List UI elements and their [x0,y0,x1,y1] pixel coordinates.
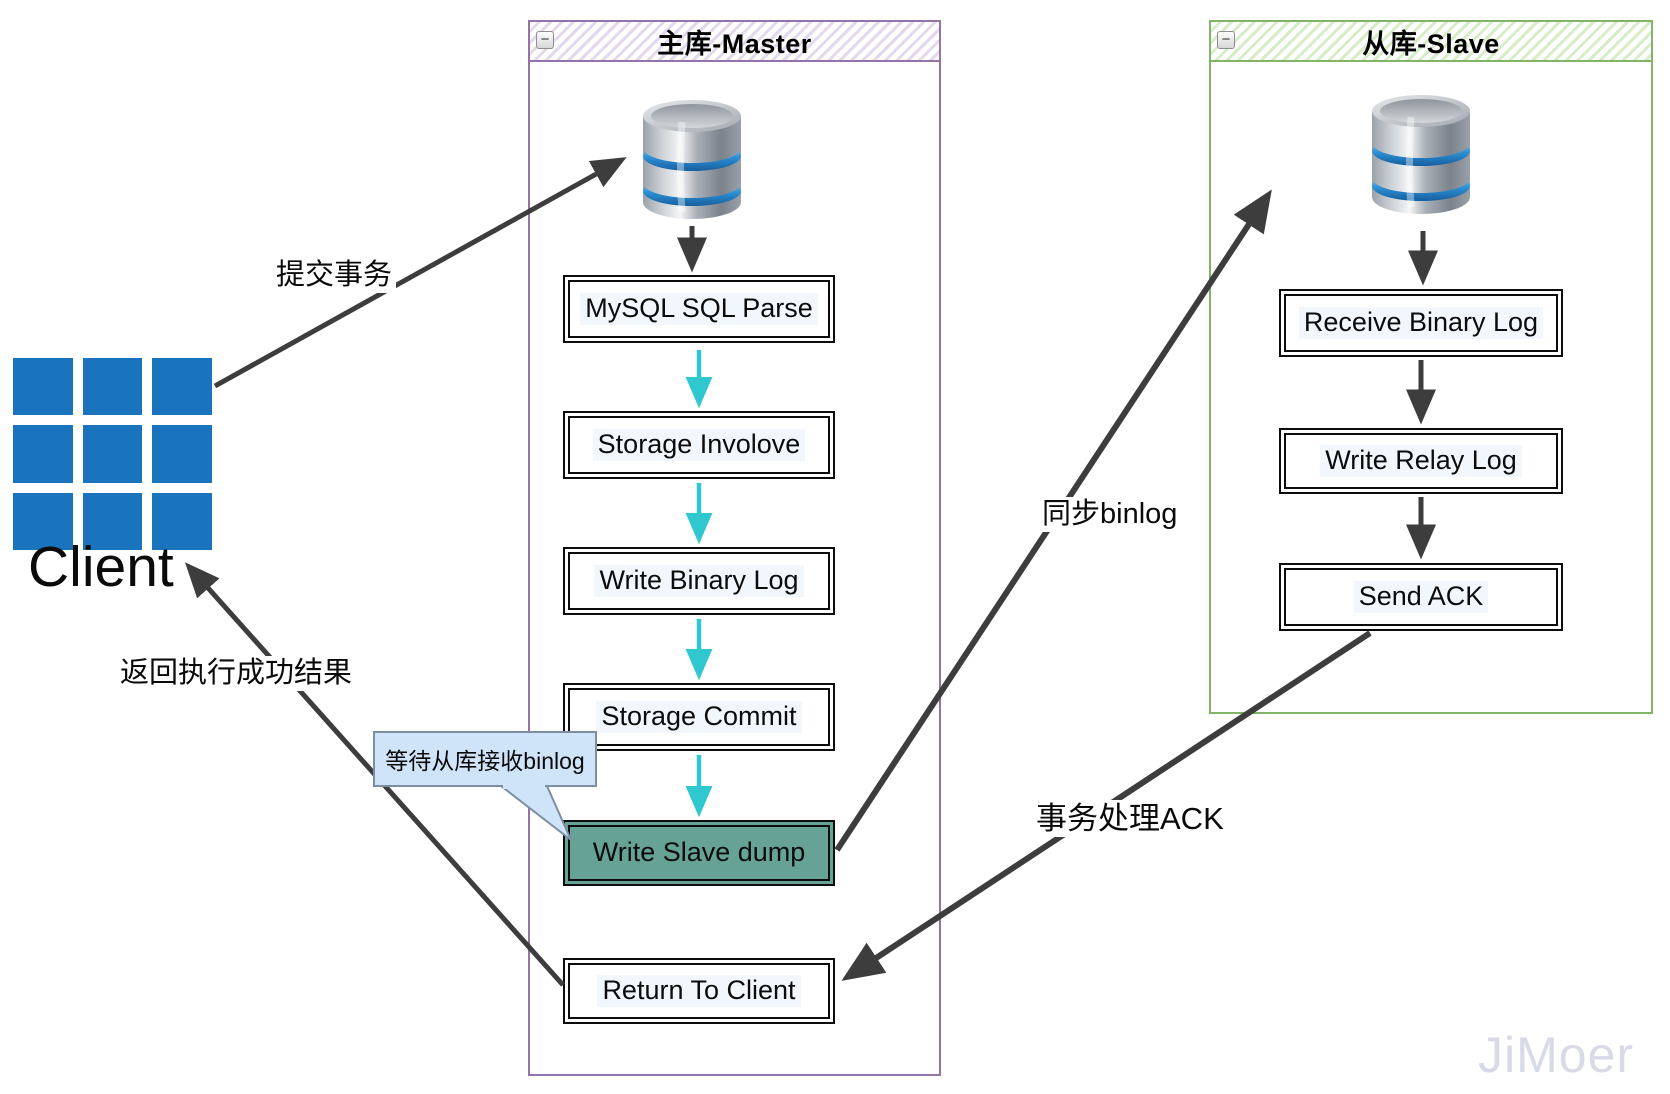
slave-container: 从库-Slave − Receive Binary Log Write Rela… [1209,20,1653,714]
callout-tail [500,785,572,841]
slave-header: 从库-Slave [1211,22,1651,62]
edge-label-ack: 事务处理ACK [1032,800,1228,838]
client-grid-cell [152,425,212,483]
step-write-binary-log: Write Binary Log [563,547,835,615]
step-label: Write Binary Log [594,565,804,597]
master-title: 主库-Master [657,28,812,59]
edge-label-submit: 提交事务 [272,258,397,293]
callout-bubble: 等待从库接收binlog [373,731,597,841]
step-label: MySQL SQL Parse [580,293,818,325]
slave-title: 从库-Slave [1362,28,1500,59]
client-grid-cell [82,425,143,483]
database-icon [1372,95,1470,214]
step-receive-binary-log: Receive Binary Log [1279,289,1563,357]
step-write-slave-dump: Write Slave dump [563,820,835,886]
step-return-to-client: Return To Client [563,958,835,1024]
step-label: Send ACK [1353,581,1489,613]
step-label: Write Relay Log [1320,445,1522,477]
collapse-icon[interactable]: − [536,31,554,49]
client-grid-cell [13,425,73,483]
step-label: Storage Involove [592,429,806,461]
watermark: JiMoer [1478,1027,1635,1083]
step-send-ack: Send ACK [1279,563,1563,631]
client-grid-cell [13,492,73,550]
callout-text: 等待从库接收binlog [385,748,585,774]
step-write-relay-log: Write Relay Log [1279,428,1563,494]
client-grid-cell [152,492,212,550]
step-mysql-sql-parse: MySQL SQL Parse [563,275,835,343]
client-grid-cell [152,358,212,416]
step-label: Return To Client [597,975,801,1007]
step-storage-involove: Storage Involove [563,411,835,479]
client-label: Client [28,535,174,599]
step-storage-commit: Storage Commit [563,683,835,751]
client-icon [13,358,212,550]
step-label: Receive Binary Log [1298,307,1544,339]
edge-label-sync: 同步binlog [1038,497,1182,532]
edge-label-return: 返回执行成功结果 [116,656,357,691]
master-container: 主库-Master − MySQL SQL Parse Storage Invo… [528,20,941,1076]
database-icon [643,100,741,219]
collapse-icon[interactable]: − [1217,31,1235,49]
step-label: Storage Commit [596,701,802,733]
client-grid-cell [82,358,143,416]
client-grid-cell [13,358,73,416]
client-grid-cell [82,492,143,550]
step-label: Write Slave dump [592,837,806,868]
master-header: 主库-Master [530,22,939,62]
